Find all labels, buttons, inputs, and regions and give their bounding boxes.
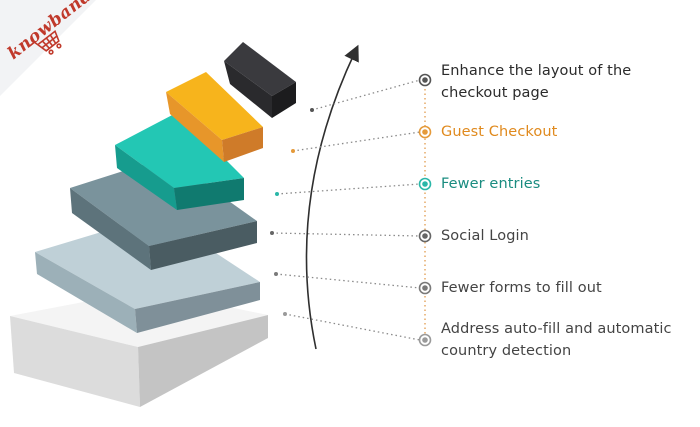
connector-start-dot (310, 108, 314, 112)
connector-line (311, 79, 421, 111)
connector-start-dot (270, 231, 274, 235)
connector-start-dot (274, 272, 278, 276)
feature-label: Address auto-fill and automatic country d… (441, 318, 672, 362)
feature-label-line: Address auto-fill and automatic (441, 321, 672, 337)
feature-label-line: Social Login (441, 228, 529, 244)
connector-line (276, 183, 421, 195)
feature-label: Fewer forms to fill out (441, 277, 602, 299)
feature-label: Guest Checkout (441, 121, 557, 143)
marker-dot (422, 233, 428, 239)
cart-logo-icon (29, 29, 62, 55)
feature-label: Enhance the layout of the checkout page (441, 60, 631, 104)
connector-line (292, 131, 421, 152)
feature-label-line: Fewer entries (441, 176, 541, 192)
block-black (224, 42, 296, 118)
block-yellow (166, 72, 263, 162)
curved-arrow (305, 44, 359, 350)
block-slate (70, 157, 257, 270)
marker-dot (422, 77, 428, 83)
feature-label-line: Guest Checkout (441, 124, 558, 140)
marker-dot (422, 129, 428, 135)
block-teal (115, 112, 244, 210)
connector-start-dot (291, 149, 295, 153)
brand-logo[interactable]: knowband (2, 0, 112, 96)
marker-dot (422, 337, 428, 343)
feature-label-line: country detection (441, 343, 572, 359)
feature-label: Fewer entries (441, 173, 540, 195)
feature-label-line: Fewer forms to fill out (441, 280, 602, 296)
feature-label: Social Login (441, 225, 529, 247)
marker-dot (422, 181, 428, 187)
connector-group (270, 73, 432, 347)
feature-label-line: Enhance the layout of the (441, 63, 632, 79)
feature-label-line: checkout page (441, 85, 549, 101)
connector-line (271, 232, 421, 237)
marker-dot (422, 285, 428, 291)
connector-line (275, 273, 421, 289)
connector-start-dot (283, 312, 287, 316)
connector-line (284, 313, 421, 341)
connector-start-dot (275, 192, 279, 196)
